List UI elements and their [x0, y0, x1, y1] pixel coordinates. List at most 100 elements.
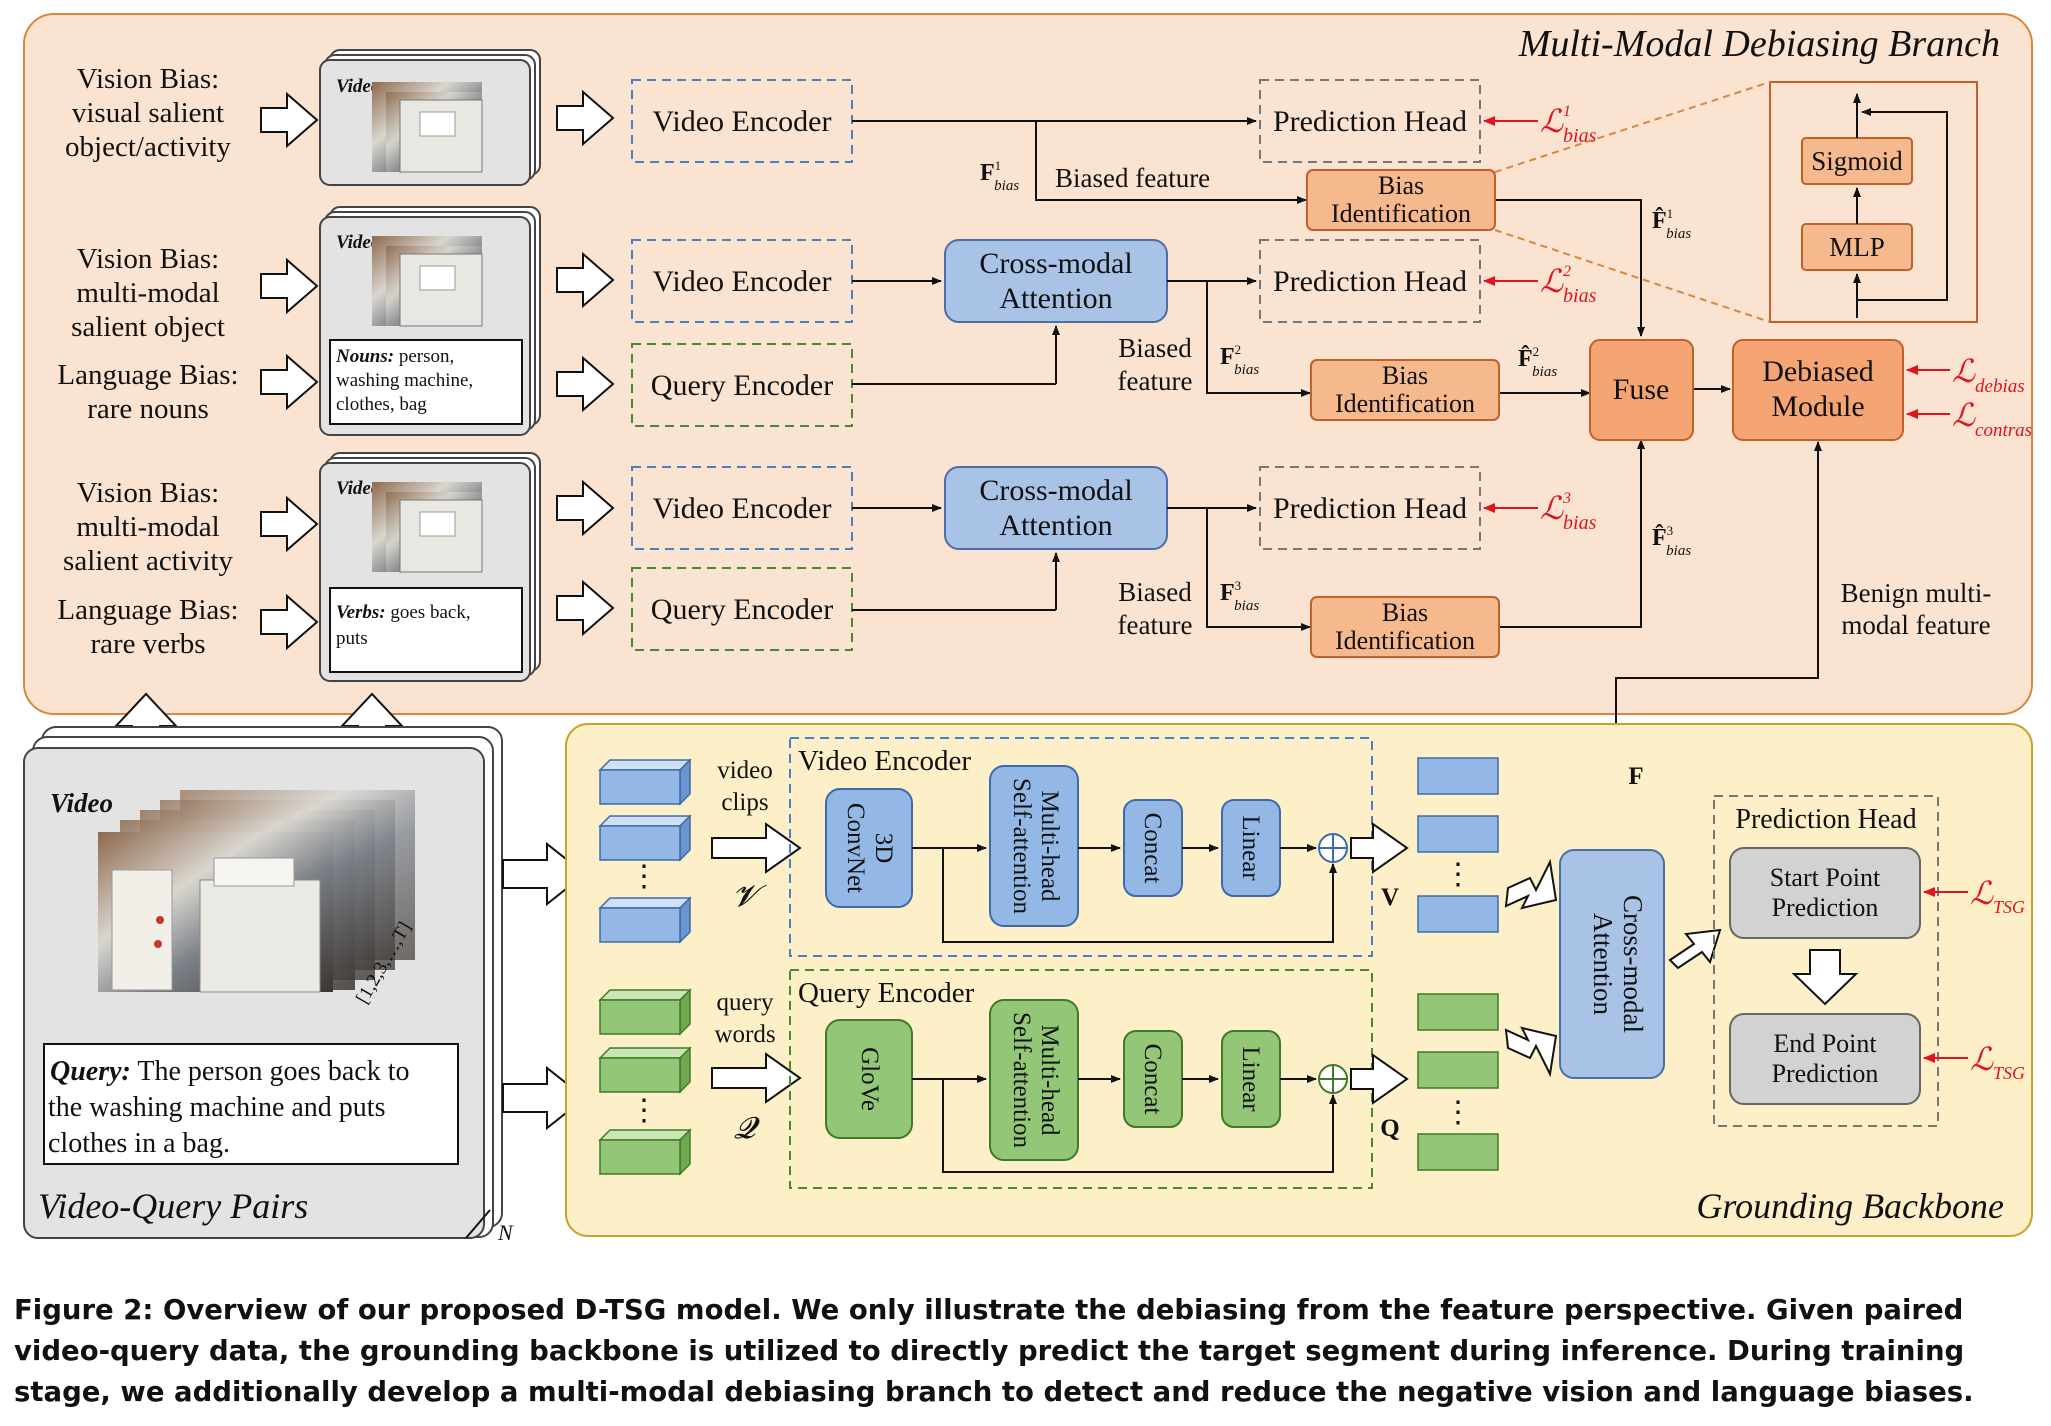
query-concat-label: Concat	[1139, 1044, 1166, 1115]
query-words-label2: words	[714, 1021, 775, 1048]
pairs-title: Video-Query Pairs	[38, 1186, 308, 1226]
video-cubes-dots: ⋮	[629, 860, 659, 893]
benign-label-line1: Benign multi-	[1841, 578, 1992, 608]
query-line2: the washing machine and puts	[48, 1092, 385, 1123]
glove-label: GloVe	[856, 1047, 883, 1111]
tsg-loss-end: ℒTSG	[1970, 1041, 2025, 1083]
fuse-label: Fuse	[1613, 373, 1670, 406]
query-add-icon	[1318, 1064, 1348, 1094]
svg-text:multi-modal: multi-modal	[76, 277, 219, 309]
debias-loss: ℒdebias	[1952, 353, 2025, 397]
svg-text:rare verbs: rare verbs	[90, 628, 205, 660]
row3-bias-id-line2: Identification	[1335, 626, 1475, 655]
debiased-module-line1: Debiased	[1762, 355, 1874, 388]
row3-verbs-box	[329, 587, 523, 673]
row3-prediction-head	[1259, 466, 1481, 550]
svg-text:salient activity: salient activity	[63, 545, 233, 577]
backbone-title: Grounding Backbone	[1696, 1186, 2004, 1226]
svg-text:Vision Bias:: Vision Bias:	[77, 243, 219, 275]
video-clip-cubes: ⋮	[598, 758, 692, 944]
row1-video-encoder-label: Video Encoder	[653, 105, 832, 138]
query-encoder-connectors	[912, 1075, 1337, 1173]
hollow-arrows-left	[260, 91, 319, 651]
query-word-cubes: ⋮	[598, 988, 692, 1176]
query-mhsa-line2: Self-attention	[1008, 1012, 1035, 1149]
backbone-cross-modal-line2: Attention	[1588, 913, 1618, 1015]
video-query-pairs: Video [1,2,3,…,T] Query: The person goes…	[23, 726, 514, 1245]
row2-nouns-box	[329, 339, 523, 425]
video-output-features: ⋮	[1417, 757, 1499, 933]
row2-bias-id-line2: Identification	[1335, 389, 1475, 418]
row3-video-encoder-label: Video Encoder	[653, 492, 832, 525]
backbone-cross-modal-attention	[1559, 849, 1665, 1079]
start-point-line1: Start Point	[1770, 863, 1881, 892]
query-cubes-dots: ⋮	[629, 1094, 659, 1127]
end-point-line2: Prediction	[1772, 1059, 1879, 1088]
row2-nouns-line3: clothes, bag	[336, 394, 427, 415]
query-output-dots: ⋮	[1443, 1096, 1473, 1129]
conv3d-line2: ConvNet	[842, 803, 869, 893]
hollow-arrow-to-prediction	[1668, 928, 1722, 970]
caption-line-3: stage, we additionally develop a multi-m…	[14, 1376, 1974, 1408]
row3-bias-id-line1: Bias	[1382, 598, 1428, 627]
hollow-arrows-to-cross-modal	[1504, 858, 1558, 1078]
row2-nouns-line2: washing machine,	[336, 370, 473, 391]
row1-biased-feature-label: Biased feature	[1055, 163, 1210, 193]
row2-bias-id-line1: Bias	[1382, 361, 1428, 390]
row3-biased-label1: Biased	[1118, 577, 1192, 607]
pairs-video-frames	[98, 790, 415, 993]
svg-text:Vision Bias:: Vision Bias:	[77, 477, 219, 509]
svg-text:Vision Bias:: Vision Bias:	[77, 63, 219, 95]
f-label: F	[1628, 763, 1643, 790]
query-output-features: ⋮	[1417, 993, 1499, 1171]
row2-nouns-text: Nouns: person,	[335, 346, 454, 367]
caption-line-1: Figure 2: Overview of our proposed D-TSG…	[14, 1294, 1964, 1326]
query-mhsa-line1: Multi-head	[1036, 1024, 1063, 1136]
row1-video-stack: Video	[319, 49, 541, 186]
row2-video-encoder-label: Video Encoder	[653, 265, 832, 298]
row3-video-stack: Video Verbs: goes back, puts	[319, 452, 541, 682]
debiased-module	[1732, 339, 1904, 441]
row2-video-stack: Video Nouns: person, washing machine, cl…	[319, 206, 541, 436]
video-mhsa-box	[989, 765, 1079, 927]
video-output-dots: ⋮	[1443, 858, 1473, 891]
video-linear-label: Linear	[1237, 815, 1264, 881]
svg-text:Language Bias:: Language Bias:	[57, 359, 238, 391]
row1-prediction-head	[1259, 79, 1481, 163]
svg-text:Language Bias:: Language Bias:	[57, 594, 238, 626]
backbone-prediction-head-title: Prediction Head	[1735, 804, 1916, 835]
start-point-line2: Prediction	[1772, 893, 1879, 922]
conv3d-line1: 3D	[870, 833, 897, 864]
row2-biased-label1: Biased	[1118, 333, 1192, 363]
hollow-arrows-into-encoders	[711, 822, 802, 1104]
tsg-loss-start: ℒTSG	[1970, 875, 2025, 917]
video-mhsa-line1: Multi-head	[1036, 790, 1063, 902]
row2-query-encoder-label: Query Encoder	[651, 369, 833, 402]
row1-prediction-head-label: Prediction Head	[1273, 105, 1467, 138]
svg-text:visual salient: visual salient	[72, 97, 224, 129]
inset-connectors	[1853, 93, 1948, 318]
debias-branch-title: Multi-Modal Debiasing Branch	[1518, 23, 2000, 65]
row2-cross-modal-line1: Cross-modal	[979, 247, 1132, 280]
grounding-backbone-panel	[565, 723, 2033, 1237]
figure-caption: Figure 2: Overview of our proposed D-TSG…	[14, 1290, 2034, 1413]
query-linear-label: Linear	[1237, 1046, 1264, 1112]
query-words-label1: query	[717, 989, 774, 1016]
row3-prediction-head-label: Prediction Head	[1273, 492, 1467, 525]
benign-label-line2: modal feature	[1841, 610, 1990, 640]
end-point-prediction	[1729, 1013, 1921, 1105]
mlp-label: MLP	[1829, 232, 1885, 262]
svg-text:rare nouns: rare nouns	[87, 393, 209, 425]
fuse-box	[1589, 339, 1694, 441]
v-label: V	[1381, 884, 1399, 911]
query-line1: Query: The person goes back to	[50, 1056, 410, 1087]
row3-cross-modal-line1: Cross-modal	[979, 474, 1132, 507]
row3-verbs-line2: puts	[336, 628, 368, 649]
hollow-arrows-encoders	[556, 89, 615, 637]
video-encoder-connectors	[912, 844, 1337, 943]
row3-verbs-text: Verbs: goes back,	[336, 602, 471, 623]
